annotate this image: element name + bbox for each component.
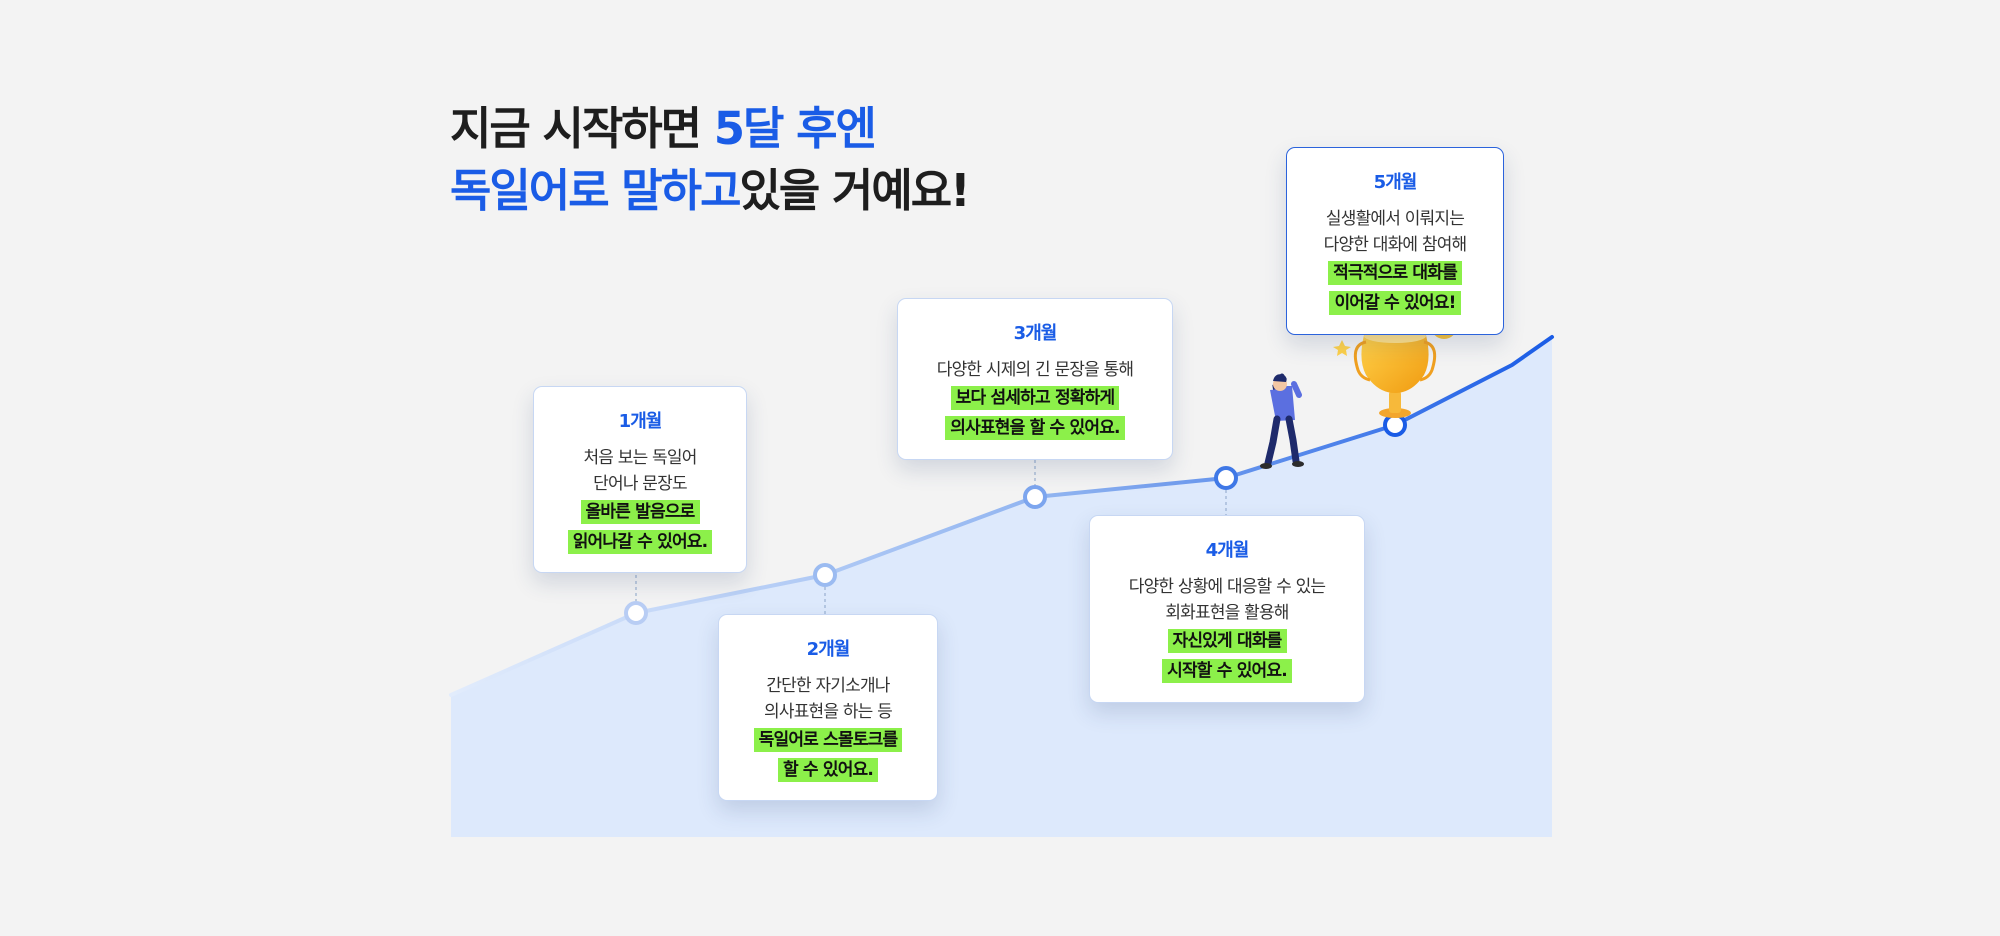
card-highlight: 의사표현을 할 수 있어요. [945, 416, 1125, 440]
headline-line-2-accent: 독일어로 말하고 [450, 164, 741, 217]
milestone-dot-3 [1023, 485, 1047, 509]
card-highlight: 적극적으로 대화를 [1328, 261, 1462, 285]
card-text-line: 다양한 상황에 대응할 수 있는 [1128, 577, 1326, 597]
card-highlight-row: 자신있게 대화를 [1090, 626, 1364, 656]
card-title: 3개월 [1013, 323, 1058, 344]
card-highlight: 할 수 있어요. [777, 758, 879, 782]
milestone-card-3: 3개월 다양한 시제의 긴 문장을 통해 보다 섬세하고 정확하게 의사표현을 … [897, 298, 1173, 460]
card-highlight: 올바른 발음으로 [580, 500, 700, 524]
card-highlight-row: 할 수 있어요. [719, 755, 937, 785]
headline-line-1-accent: 5달 후엔 [713, 102, 877, 155]
trophy-icon [1333, 329, 1437, 418]
card-highlight-row: 보다 섬세하고 정확하게 [898, 383, 1172, 413]
card-highlight: 자신있게 대화를 [1167, 629, 1287, 653]
card-title: 5개월 [1373, 172, 1418, 193]
card-text-line: 다양한 시제의 긴 문장을 통해 [936, 360, 1134, 380]
headline-line-2-plain: 있을 거예요! [739, 164, 970, 217]
headline-line-1-plain: 지금 시작하면 [450, 102, 714, 155]
card-text-line: 다양한 대화에 참여해 [1323, 235, 1468, 255]
card-highlight: 보다 섬세하고 정확하게 [950, 386, 1120, 410]
card-highlight: 읽어나갈 수 있어요. [567, 530, 713, 554]
card-highlight: 독일어로 스몰토크를 [753, 728, 903, 752]
card-text-line: 처음 보는 독일어 [583, 448, 697, 468]
card-highlight-row: 이어갈 수 있어요! [1287, 288, 1503, 318]
milestone-dot-1 [624, 601, 648, 625]
milestone-dot-2 [813, 563, 837, 587]
card-highlight-row: 올바른 발음으로 [534, 497, 746, 527]
card-highlight-row: 시작할 수 있어요. [1090, 656, 1364, 686]
card-highlight: 시작할 수 있어요. [1162, 659, 1292, 683]
milestone-card-5: 5개월 실생활에서 이뤄지는 다양한 대화에 참여해 적극적으로 대화를 이어갈… [1286, 147, 1504, 335]
card-text-line: 단어나 문장도 [593, 474, 687, 494]
headline-line-2: 독일어로 말하고있을 거예요! [450, 160, 971, 222]
milestone-dots [624, 413, 1407, 625]
card-title: 4개월 [1205, 540, 1250, 561]
card-highlight: 이어갈 수 있어요! [1329, 291, 1461, 315]
card-text-line: 회화표현을 활용해 [1165, 603, 1289, 623]
headline-line-1: 지금 시작하면 5달 후엔 [450, 98, 969, 160]
card-text-line: 간단한 자기소개나 [766, 676, 890, 696]
card-highlight-row: 독일어로 스몰토크를 [719, 725, 937, 755]
climbing-person-icon [1260, 373, 1304, 469]
card-text-line: 실생활에서 이뤄지는 [1325, 209, 1465, 229]
card-text-line: 의사표현을 하는 등 [764, 702, 893, 722]
card-title: 2개월 [806, 639, 851, 660]
card-highlight-row: 읽어나갈 수 있어요. [534, 527, 746, 557]
headline: 지금 시작하면 5달 후엔 독일어로 말하고있을 거예요! [450, 98, 971, 222]
progress-line [449, 335, 1554, 697]
card-highlight-row: 의사표현을 할 수 있어요. [898, 413, 1172, 443]
milestone-dot-4 [1214, 466, 1238, 490]
milestone-card-4: 4개월 다양한 상황에 대응할 수 있는 회화표현을 활용해 자신있게 대화를 … [1089, 515, 1365, 703]
card-highlight-row: 적극적으로 대화를 [1287, 258, 1503, 288]
card-title: 1개월 [618, 411, 663, 432]
milestone-card-1: 1개월 처음 보는 독일어 단어나 문장도 올바른 발음으로 읽어나갈 수 있어… [533, 386, 747, 573]
milestone-card-2: 2개월 간단한 자기소개나 의사표현을 하는 등 독일어로 스몰토크를 할 수 … [718, 614, 938, 801]
